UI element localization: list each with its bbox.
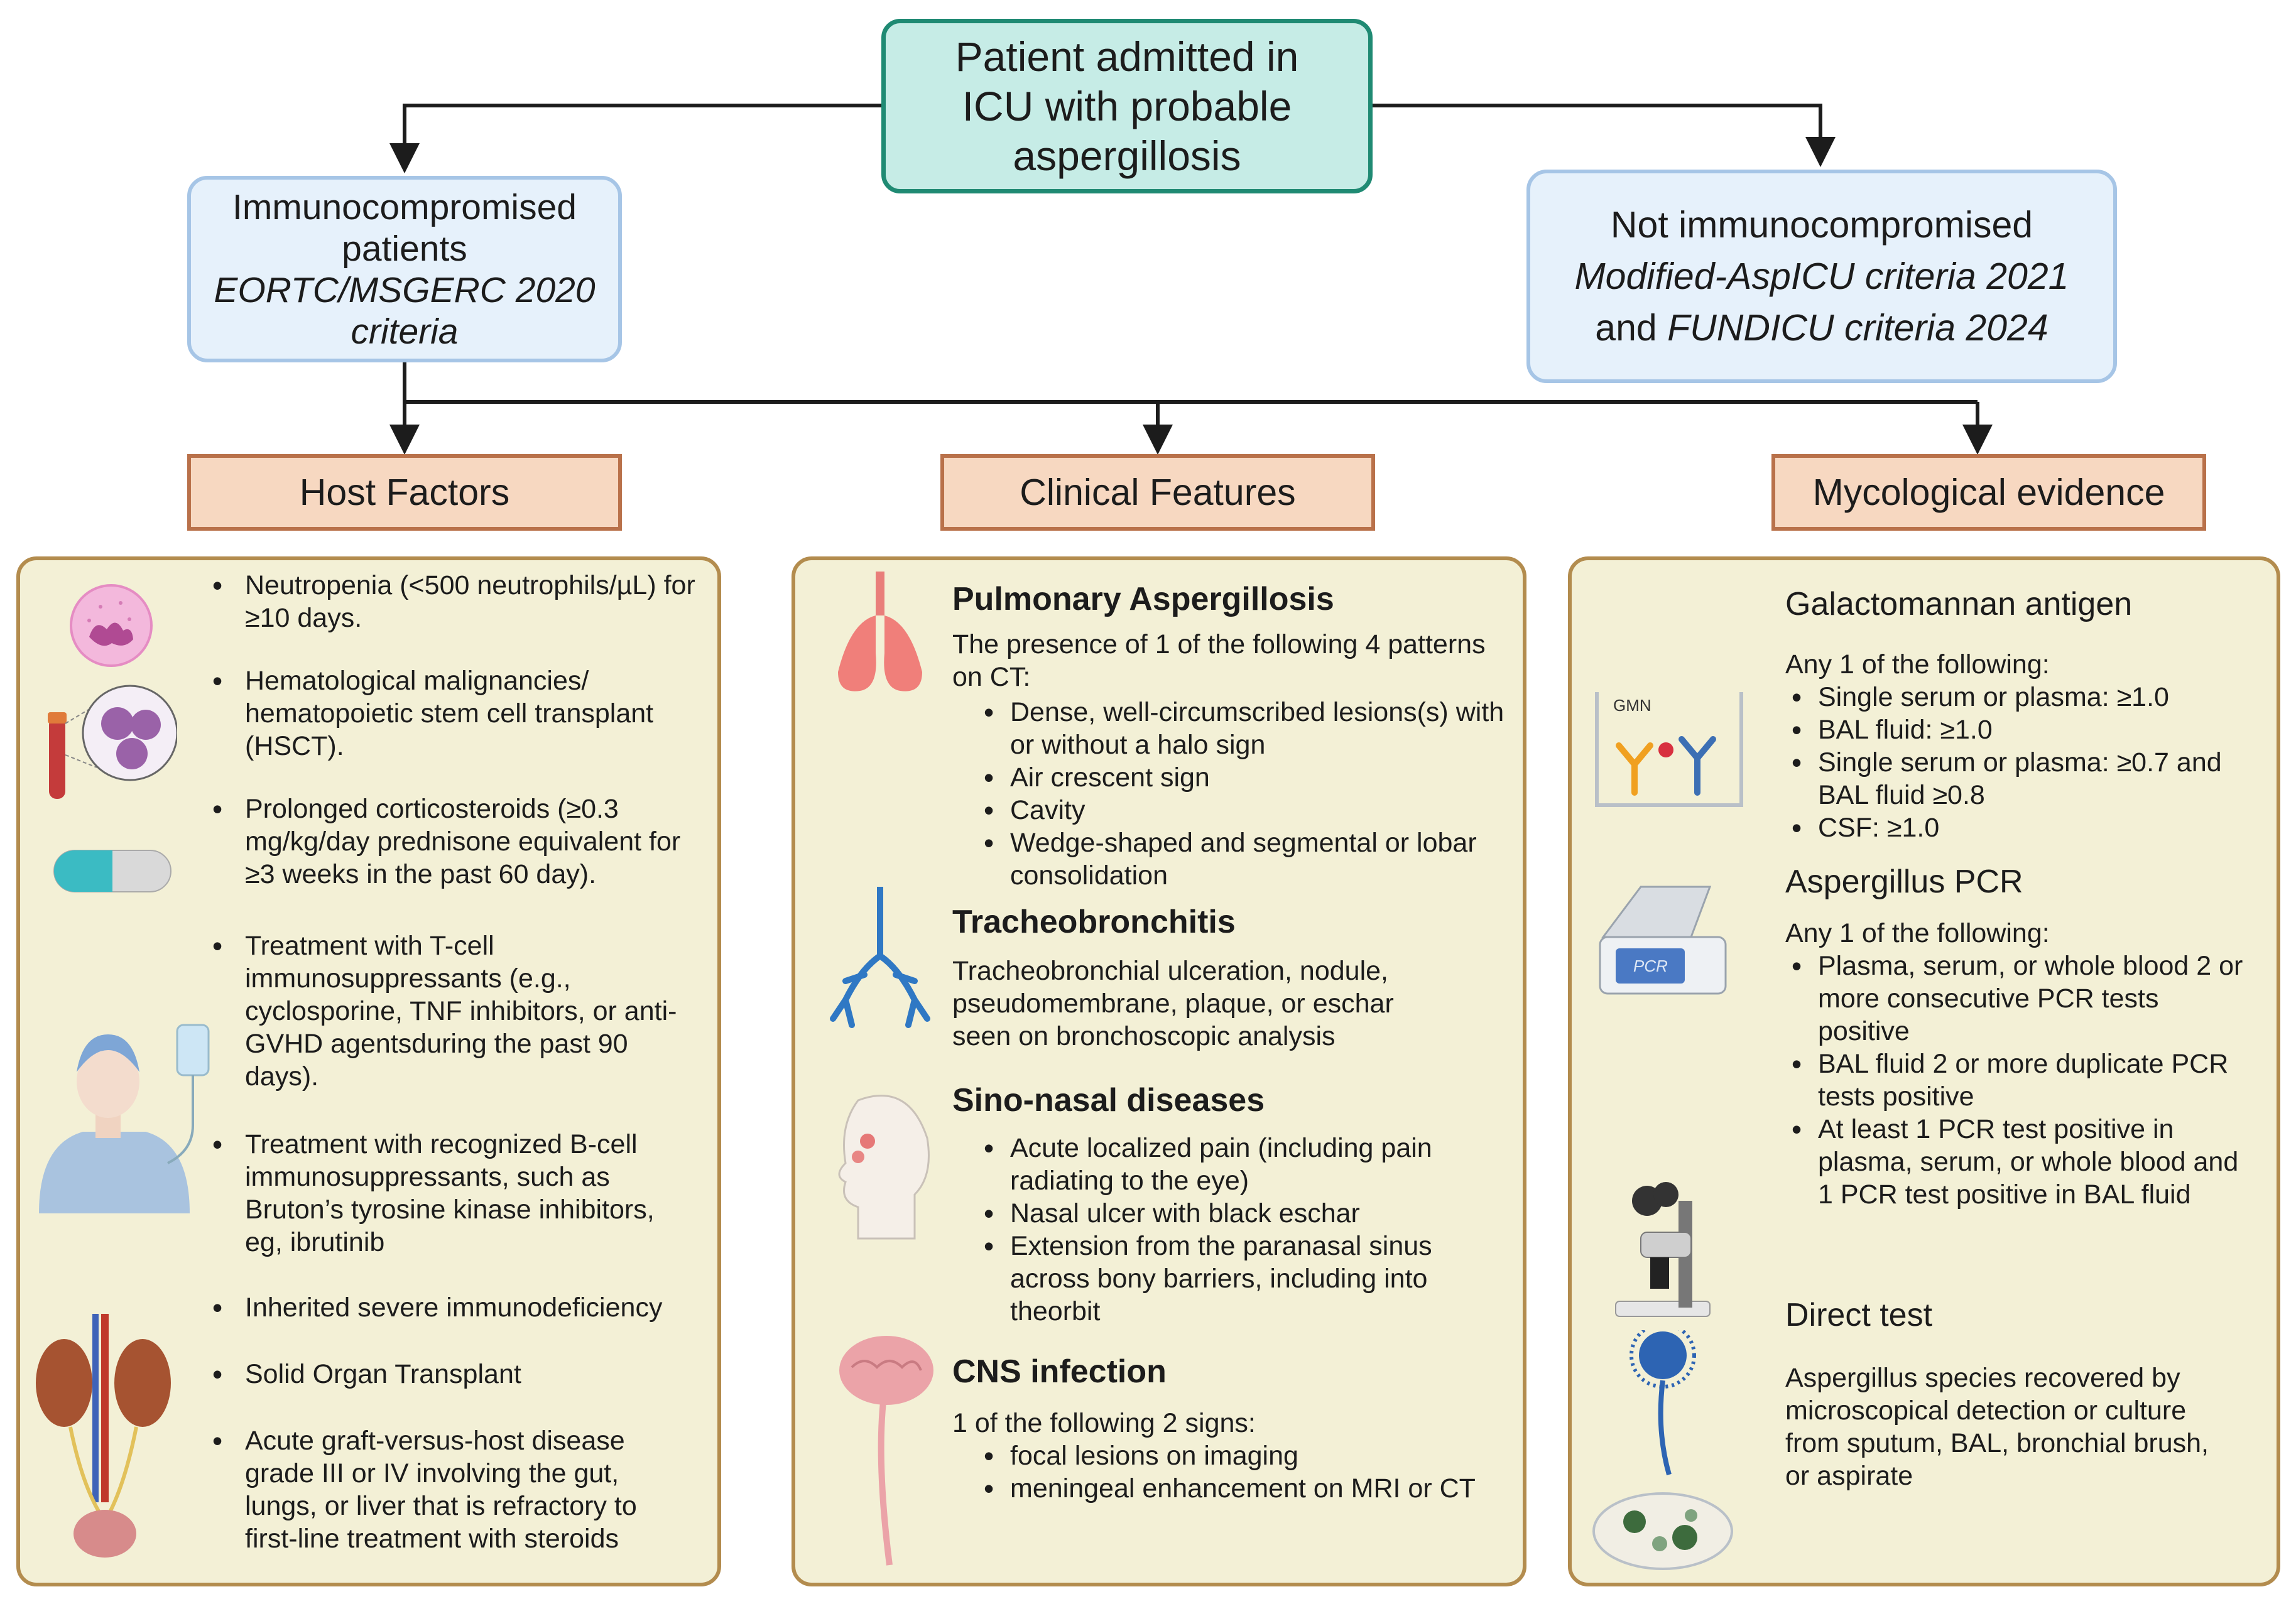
arrow-to-not-immunocompromised	[1373, 104, 1836, 167]
pulmonary-item: Wedge-shaped and segmental or lobar cons…	[952, 827, 1505, 892]
direct-test-title: Direct test	[1785, 1297, 1933, 1333]
header-clinical-label: Clinical Features	[1020, 472, 1296, 513]
blood-cells-icon	[48, 685, 177, 799]
left-branch-line-4: criteria	[351, 311, 459, 352]
sinonasal-title: Sino-nasal diseases	[952, 1082, 1265, 1119]
galactomannan-list: Single serum or plasma: ≥1.0 BAL fluid: …	[1760, 681, 2250, 844]
header-mycological-evidence: Mycological evidence	[1771, 454, 2206, 531]
host-item-inherited: Inherited severe immunodeficiency	[209, 1291, 711, 1324]
pcr-title: Aspergillus PCR	[1785, 864, 2023, 900]
head-sinus-icon	[838, 1095, 930, 1240]
brain-spinal-icon	[839, 1336, 933, 1566]
gmn-icon-label: GMN	[1613, 696, 1651, 715]
host-item-neutropenia: Neutropenia (<500 neutrophils/µL) for ≥1…	[209, 569, 711, 634]
host-factors-panel: Neutropenia (<500 neutrophils/µL) for ≥1…	[16, 556, 721, 1586]
cns-item: meningeal enhancement on MRI or CT	[952, 1472, 1505, 1505]
not-immunocompromised-box: Not immunocompromised Modified-AspICU cr…	[1526, 170, 2117, 383]
sinonasal-item: Extension from the paranasal sinus acros…	[952, 1230, 1493, 1328]
mycological-evidence-panel: GMN PCR Galactomannan antigen Any 1 of t…	[1568, 556, 2280, 1586]
pcr-item: Plasma, serum, or whole blood 2 or more …	[1760, 950, 2256, 1048]
direct-test-text: Aspergillus species recovered by microsc…	[1785, 1363, 2209, 1491]
header-host-label: Host Factors	[299, 472, 510, 513]
header-clinical-features: Clinical Features	[940, 454, 1375, 531]
patient-admitted-box: Patient admitted in ICU with probable as…	[881, 19, 1373, 193]
top-line-3: aspergillosis	[1013, 132, 1241, 179]
pcr-item: BAL fluid 2 or more duplicate PCR tests …	[1760, 1048, 2256, 1113]
pcr-item: At least 1 PCR test positive in plasma, …	[1760, 1113, 2256, 1211]
antibody-gmn-icon: GMN	[1595, 692, 1743, 807]
pcr-intro: Any 1 of the following:	[1785, 918, 2050, 948]
sinonasal-list: Acute localized pain (including pain rad…	[952, 1132, 1493, 1328]
cns-item: focal lesions on imaging	[952, 1439, 1505, 1472]
left-branch-line-2: patients	[342, 228, 467, 269]
pulmonary-intro: The presence of 1 of the following 4 pat…	[952, 629, 1486, 692]
bronchial-tree-icon	[830, 887, 930, 1028]
tracheobronchitis-text: Tracheobronchial ulceration, nodule, pse…	[952, 956, 1394, 1051]
immunocompromised-box: Immunocompromised patients EORTC/MSGERC …	[187, 176, 622, 362]
left-branch-line-1: Immunocompromised	[232, 187, 577, 227]
pulmonary-item: Cavity	[952, 794, 1505, 827]
pulmonary-title: Pulmonary Aspergillosis	[952, 581, 1334, 617]
right-branch-line-2: Modified-AspICU criteria 2021	[1574, 256, 2069, 297]
host-item-bcell: Treatment with recognized B-cell immunos…	[209, 1128, 699, 1259]
pulmonary-item: Dense, well-circumscribed lesions(s) wit…	[952, 696, 1505, 761]
cns-list: focal lesions on imaging meningeal enhan…	[952, 1439, 1505, 1505]
pcr-list: Plasma, serum, or whole blood 2 or more …	[1760, 950, 2256, 1211]
arrow-to-immunocompromised	[389, 104, 881, 173]
galactomannan-item: CSF: ≥1.0	[1760, 811, 2250, 844]
kidney-icon	[36, 1314, 171, 1558]
patient-iv-icon	[39, 1024, 210, 1213]
sinonasal-item: Nasal ulcer with black eschar	[952, 1197, 1493, 1230]
host-item-gvhd: Acute graft-versus-host disease grade II…	[209, 1424, 686, 1555]
host-item-tcell: Treatment with T-cell immunosuppressants…	[209, 930, 686, 1093]
microscope-icon	[1615, 1182, 1711, 1317]
host-item-corticosteroids: Prolonged corticosteroids (≥0.3 mg/kg/da…	[209, 793, 711, 891]
header-host-factors: Host Factors	[187, 454, 622, 531]
sinonasal-item: Acute localized pain (including pain rad…	[952, 1132, 1493, 1197]
pcr-icon-label: PCR	[1633, 957, 1668, 975]
clinical-features-panel: Pulmonary Aspergillosis The presence of …	[792, 556, 1526, 1586]
tracheobronchitis-title: Tracheobronchitis	[952, 904, 1236, 940]
host-item-solid-organ: Solid Organ Transplant	[209, 1358, 711, 1390]
lungs-icon	[838, 572, 922, 691]
galactomannan-item: Single serum or plasma: ≥0.7 and BAL flu…	[1760, 746, 2250, 811]
galactomannan-title: Galactomannan antigen	[1785, 586, 2133, 622]
cns-title: CNS infection	[952, 1353, 1167, 1390]
pcr-machine-icon: PCR	[1599, 886, 1727, 995]
top-line-1: Patient admitted in	[955, 33, 1299, 80]
aspergillus-culture-icon	[1592, 1330, 1733, 1570]
left-branch-line-3: EORTC/MSGERC 2020	[214, 269, 596, 310]
right-branch-line-3: and FUNDICU criteria 2024	[1595, 302, 2048, 354]
galactomannan-item: Single serum or plasma: ≥1.0	[1760, 681, 2250, 713]
pulmonary-list: Dense, well-circumscribed lesions(s) wit…	[952, 696, 1505, 892]
top-line-2: ICU with probable	[962, 82, 1292, 129]
capsule-icon	[53, 850, 171, 892]
right-branch-line-3b: FUNDICU criteria 2024	[1667, 307, 2048, 349]
galactomannan-intro: Any 1 of the following:	[1785, 649, 2050, 680]
right-branch-line-3a: and	[1595, 307, 1668, 349]
galactomannan-item: BAL fluid: ≥1.0	[1760, 713, 2250, 746]
cns-intro: 1 of the following 2 signs:	[952, 1408, 1256, 1438]
host-item-hematological: Hematological malignancies/ hematopoieti…	[209, 664, 711, 762]
neutrophil-icon	[70, 584, 153, 667]
right-branch-line-1: Not immunocompromised	[1610, 204, 2033, 246]
header-mycological-label: Mycological evidence	[1812, 472, 2165, 513]
pulmonary-item: Air crescent sign	[952, 761, 1505, 794]
